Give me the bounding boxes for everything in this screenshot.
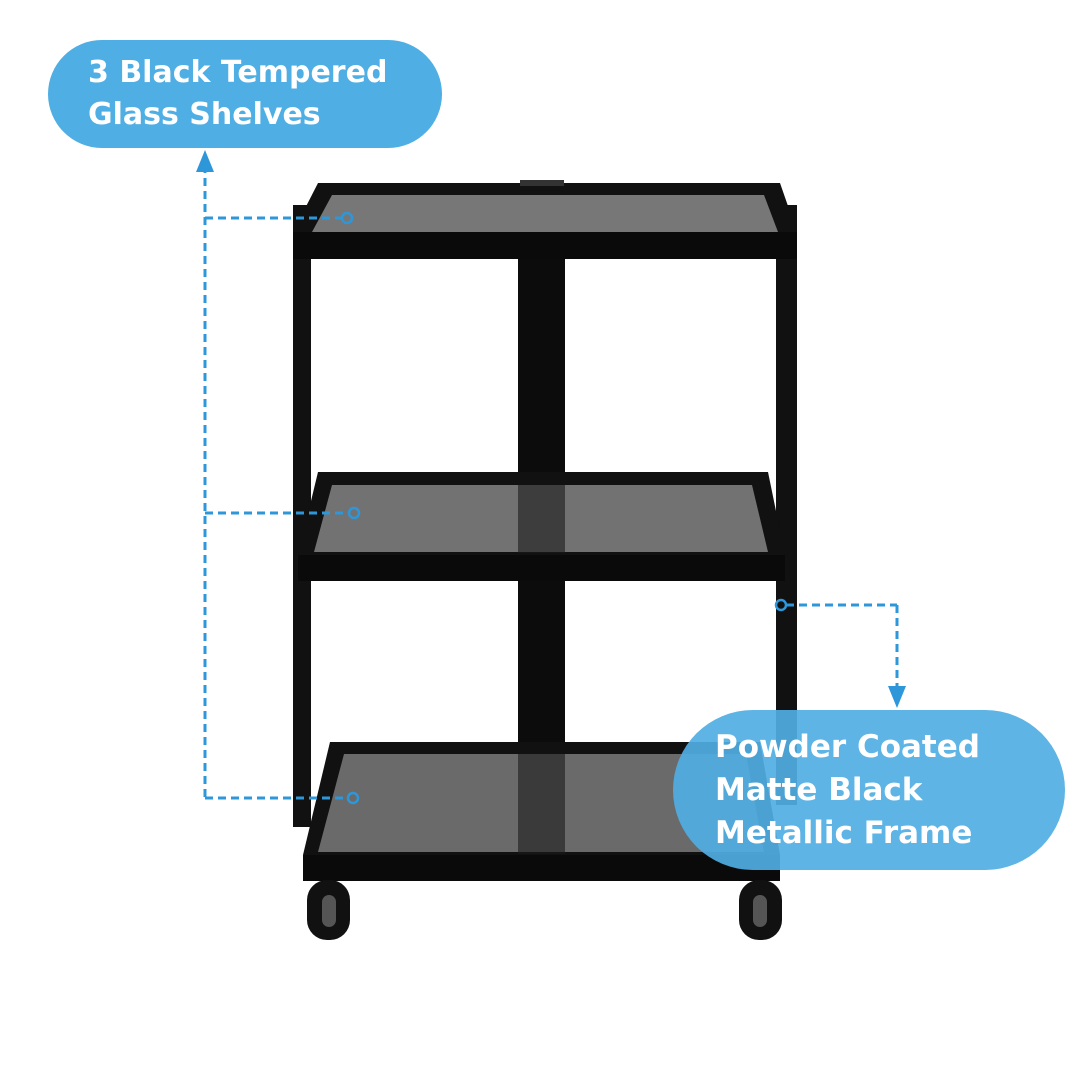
left-caster xyxy=(307,880,350,940)
bottom-shelf xyxy=(303,742,780,881)
middle-shelf xyxy=(298,472,785,581)
anchor-dots xyxy=(340,211,788,805)
shelves-callout-lines xyxy=(203,165,349,800)
frame-callout-lines xyxy=(786,603,899,688)
left-post xyxy=(293,205,311,827)
frame-callout-bubble: Powder Coated Matte Black Metallic Frame xyxy=(673,710,1065,870)
top-shelf xyxy=(293,180,797,259)
callout-line: Metallic Frame xyxy=(715,814,973,851)
callout-line: 3 Black Tempered xyxy=(88,55,388,90)
callout-line: Matte Black xyxy=(715,771,923,808)
arrow-up-icon xyxy=(196,150,214,172)
right-post xyxy=(776,205,797,805)
callout-line: Glass Shelves xyxy=(88,97,321,132)
right-caster xyxy=(739,880,782,940)
callout-line: Powder Coated xyxy=(715,728,980,765)
shelves-callout-bubble: 3 Black Tempered Glass Shelves xyxy=(48,40,442,148)
arrow-down-icon xyxy=(888,686,906,708)
